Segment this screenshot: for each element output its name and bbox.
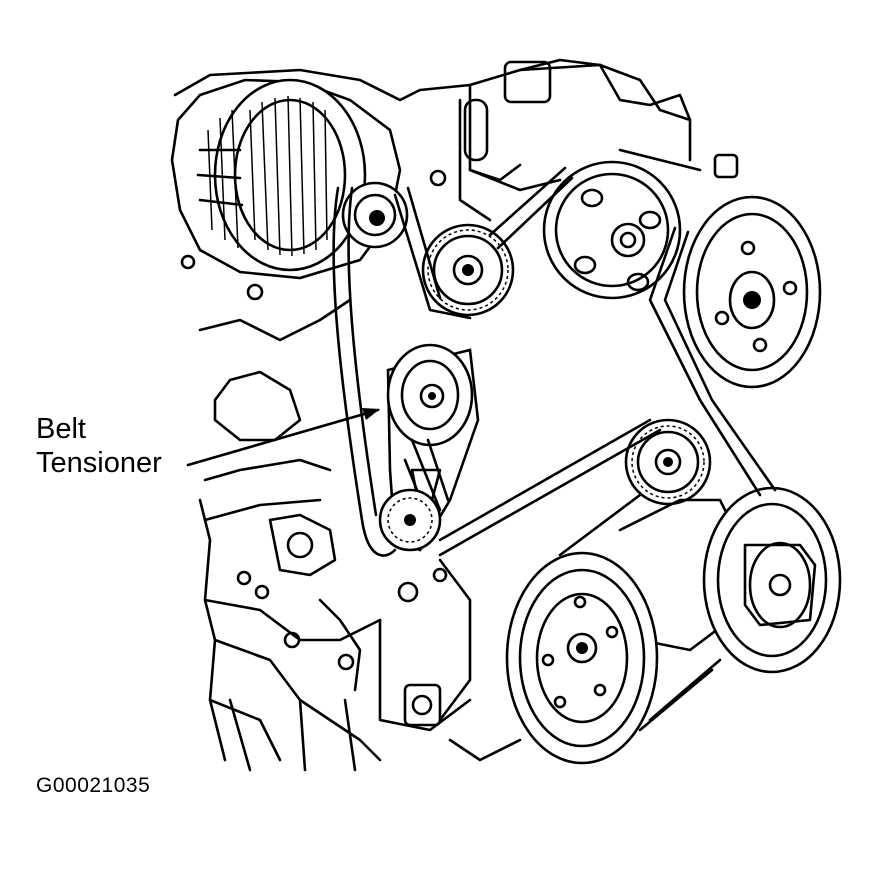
upper-idler-pulley — [421, 223, 515, 317]
power-steering-pulley — [542, 160, 682, 300]
water-pump-pulley — [682, 195, 822, 389]
figure-id: G00021035 — [36, 774, 151, 797]
belt-tensioner — [378, 343, 480, 552]
engine-block — [173, 58, 739, 772]
callout-line-2: Tensioner — [36, 447, 162, 479]
callout-leader-arrow — [186, 408, 380, 467]
crankshaft-pulley — [505, 551, 659, 765]
belt-tensioner-callout: Belt Tensioner — [36, 412, 162, 480]
ac-compressor — [618, 486, 842, 674]
middle-idler-pulley — [624, 418, 712, 506]
serpentine-belt — [332, 166, 777, 732]
alternator — [170, 78, 409, 280]
callout-line-1: Belt — [36, 413, 86, 445]
